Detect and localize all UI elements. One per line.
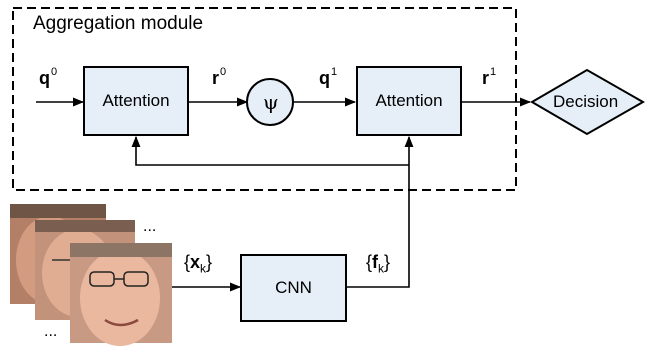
cnn-block: CNN xyxy=(240,254,347,322)
xk-label: {xk} xyxy=(184,252,213,276)
aggregation-module-title: Aggregation module xyxy=(33,13,204,34)
attention-2-label: Attention xyxy=(375,91,443,110)
r0-label: r0 xyxy=(212,66,227,88)
q0-label: q0 xyxy=(39,66,58,88)
face-images-stack xyxy=(10,204,172,346)
attention-block-2: Attention xyxy=(356,66,462,136)
r1-label: r1 xyxy=(482,66,497,88)
images-dots-top: ... xyxy=(143,218,157,235)
images-dots-bottom: ... xyxy=(44,323,58,340)
edge-cnn-attention2 xyxy=(346,135,414,288)
attention-1-label: Attention xyxy=(102,91,170,110)
edge-features-attention1 xyxy=(131,135,409,166)
psi-label: ψ xyxy=(263,90,279,114)
decision-label: Decision xyxy=(553,92,619,111)
q1-label: q1 xyxy=(319,66,338,88)
psi-node-circle xyxy=(246,78,294,126)
cnn-label: CNN xyxy=(275,278,312,297)
fk-label: {fk} xyxy=(366,252,391,276)
aggregation-module-frame xyxy=(12,7,517,191)
decision-node-diamond xyxy=(530,68,646,136)
attention-block-1: Attention xyxy=(83,66,189,136)
